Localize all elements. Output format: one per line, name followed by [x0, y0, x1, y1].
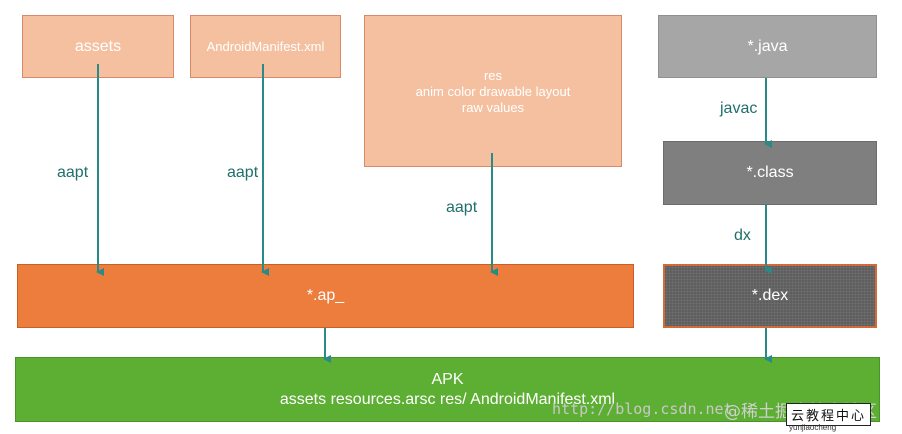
apk-node: APK assets resources.arsc res/ AndroidMa…	[15, 357, 880, 422]
dex-label: *.dex	[751, 287, 789, 304]
watermark-badge: 云教程中心	[786, 403, 872, 426]
class-label: *.class	[746, 164, 794, 181]
dex-node: *.dex	[663, 264, 877, 328]
edge-javac: javac	[720, 100, 758, 117]
ap-node: *.ap_	[17, 264, 634, 328]
res-line2: raw values	[461, 100, 525, 115]
ap-label: *.ap_	[306, 287, 345, 304]
java-label: *.java	[747, 37, 788, 55]
manifest-label: AndroidManifest.xml	[206, 39, 325, 54]
edge-dx: dx	[734, 227, 751, 244]
res-node: res anim color drawable layout raw value…	[364, 15, 622, 167]
watermark-url: http://blog.csdn.net	[552, 400, 733, 418]
manifest-node: AndroidManifest.xml	[190, 15, 341, 78]
res-title: res	[483, 68, 503, 83]
edge-aapt-assets: aapt	[57, 164, 89, 181]
edge-aapt-manifest: aapt	[227, 164, 259, 181]
apk-title: APK	[431, 370, 464, 388]
edge-aapt-res: aapt	[446, 199, 478, 216]
watermark-badge-sub: yunjiaocheng	[789, 423, 837, 432]
assets-label: assets	[74, 37, 122, 55]
apk-contents: assets resources.arsc res/ AndroidManife…	[279, 390, 616, 408]
java-node: *.java	[658, 15, 877, 78]
res-line1: anim color drawable layout	[415, 84, 571, 99]
